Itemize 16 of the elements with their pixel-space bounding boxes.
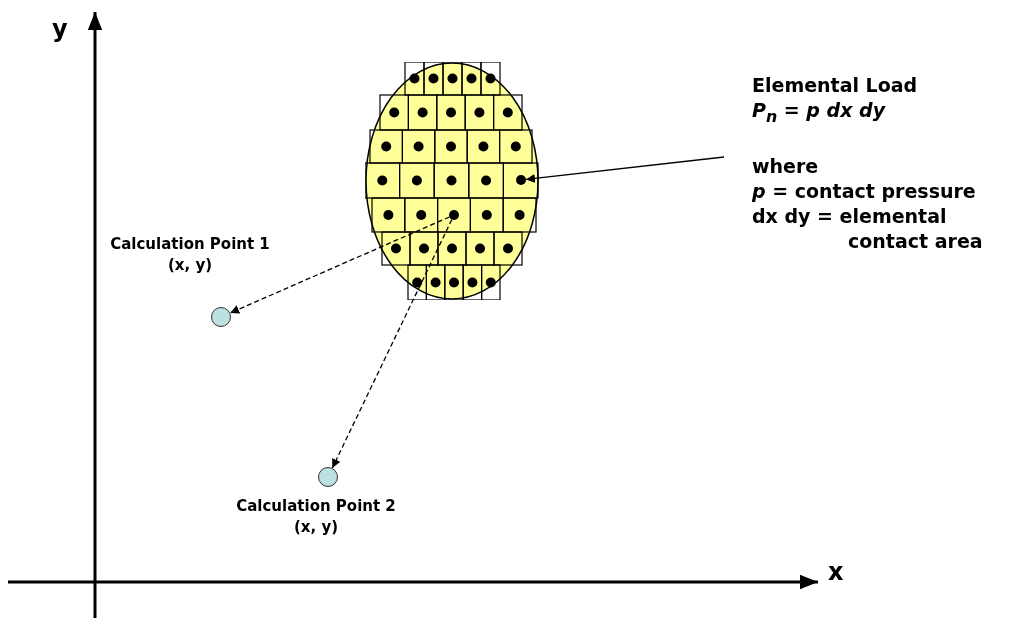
calculation-point-marker (318, 467, 338, 487)
leader-line (525, 156, 725, 183)
heading: Elemental Load (752, 73, 919, 98)
definition-text: p = contact pressure (752, 178, 977, 204)
dashed-arrow (229, 216, 451, 314)
calculation-point-marker (211, 307, 231, 327)
dashed-arrow (331, 218, 453, 469)
point-caption: Calculation Point 1 (x, y) (110, 234, 270, 276)
point-caption: Calculation Point 2 (x, y) (236, 496, 396, 538)
axis-label: y (52, 15, 68, 43)
definition-text: where (752, 153, 820, 179)
definition-text: dx dy = elemental contact area (752, 203, 984, 254)
load-point-dot (449, 210, 459, 220)
axis-label: x (828, 558, 844, 586)
load-point-dot (516, 175, 526, 185)
formula: P$_{n}$ = p dx dy (752, 98, 887, 128)
